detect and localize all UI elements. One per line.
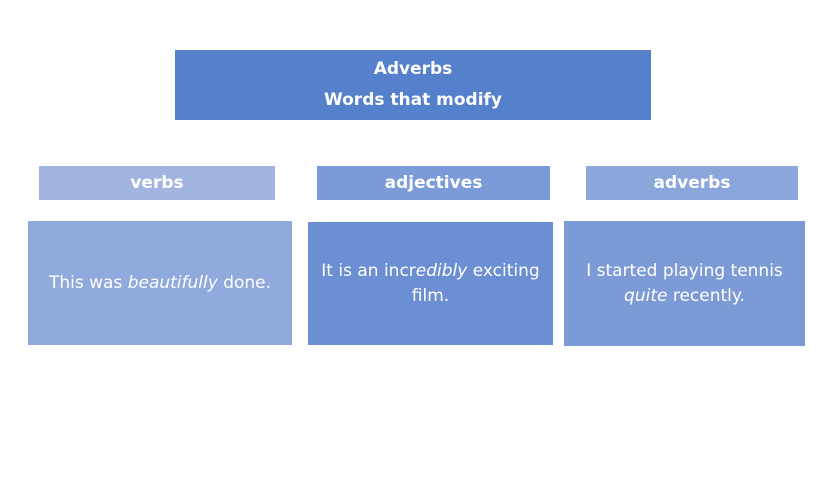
example-text-before: It is an incr: [321, 260, 416, 281]
category-label-text: adverbs: [653, 173, 731, 193]
example-text-after: done.: [217, 272, 272, 293]
example-box-verbs: This was beautifully done.: [28, 221, 292, 345]
category-label-text: verbs: [130, 173, 184, 193]
category-label-text: adjectives: [384, 173, 483, 193]
example-sentence: It is an incredibly exciting film.: [318, 259, 543, 309]
example-adverb: beautifully: [127, 272, 218, 293]
example-adverb: edibly: [415, 260, 468, 281]
category-label-verbs: verbs: [39, 166, 275, 200]
example-text-before: I started playing tennis: [586, 260, 783, 281]
diagram-subtitle: Words that modify: [323, 90, 503, 110]
example-text-after: recently.: [667, 285, 745, 306]
category-label-adverbs: adverbs: [586, 166, 798, 200]
example-text-after: exciting film.: [411, 260, 540, 306]
example-adverb: quite: [624, 285, 668, 306]
example-sentence: I started playing tennis quite recently.: [574, 259, 795, 309]
category-label-adjectives: adjectives: [317, 166, 550, 200]
diagram-title: Adverbs: [373, 59, 453, 79]
example-box-adverbs: I started playing tennis quite recently.: [564, 221, 805, 346]
title-box: Adverbs Words that modify: [175, 50, 651, 120]
example-text-before: This was: [48, 272, 128, 293]
example-box-adjectives: It is an incredibly exciting film.: [308, 222, 553, 345]
example-sentence: This was beautifully done.: [49, 271, 271, 296]
